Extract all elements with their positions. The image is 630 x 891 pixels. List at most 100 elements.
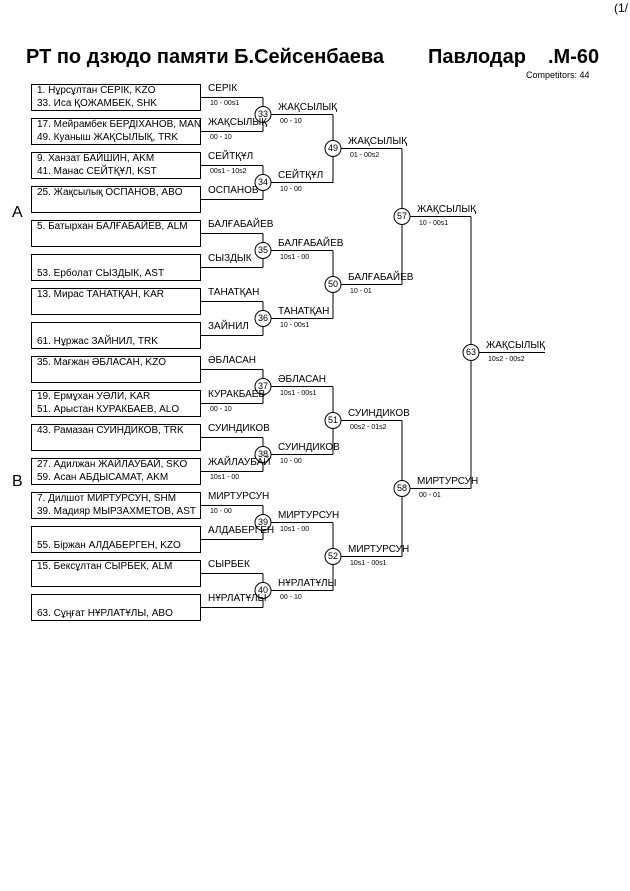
- final-score: 10s2 - 00s2: [488, 355, 525, 363]
- match-circle: [254, 174, 272, 191]
- match-circle: [393, 208, 411, 225]
- match-number: 50: [327, 278, 338, 289]
- entrant-name: 19. Ермұхан УӘЛИ, KAR: [37, 391, 151, 402]
- round1-score: 00 - 10: [210, 134, 232, 141]
- entrant-name: 27. Адилжан ЖАЙЛАУБАЙ, SKO: [37, 459, 188, 470]
- city-label: Павлодар: [428, 46, 526, 68]
- entrant-pair-box: [31, 390, 201, 417]
- round1-winner: ЖАЙЛАУБАЙ: [208, 457, 271, 468]
- round4-score: 00 - 01: [419, 491, 441, 499]
- round2-winner: НҰРЛАТҰЛЫ: [278, 577, 337, 589]
- match-circle: [324, 140, 342, 157]
- round2-winner: МИРТУРСУН: [278, 509, 340, 521]
- round3-score: 01 - 00s2: [350, 151, 380, 159]
- match-number: 33: [257, 108, 268, 119]
- round3-winner: БАЛҒАБАЙЕВ: [348, 271, 414, 283]
- entrant-pair-box: [31, 492, 201, 519]
- entrant-pair-box: [31, 186, 201, 213]
- match-number: 36: [257, 312, 268, 323]
- entrant-name: 51. Арыстан КУРАКБАЕВ, ALO: [37, 404, 180, 415]
- entrant-pair-box: [31, 84, 201, 111]
- entrant-name: 17. Мейрамбек БЕРДІХАНОВ, MAN: [37, 119, 202, 130]
- match-number: 52: [327, 550, 338, 561]
- entrant-name: 59. Асан АБДЫСАМАТ, AKM: [37, 472, 169, 483]
- round3-score: 00s2 - 01s2: [350, 423, 387, 431]
- entrant-name: 7. Дилшот МИРТУРСУН, SHM: [37, 493, 177, 504]
- match-number: 34: [257, 176, 268, 187]
- round2-score: 00 - 10: [280, 593, 302, 601]
- entrant-name: 55. Біржан АЛДАБЕРГЕН, KZO: [37, 540, 181, 551]
- entrant-name: 33. Иса ҚОЖАМБЕК, SHK: [37, 98, 157, 109]
- round2-winner: ЖАҚСЫЛЫҚ: [278, 101, 338, 113]
- entrant-name: 25. Жақсылық ОСПАНОВ, ABO: [37, 187, 183, 198]
- round3-winner: МИРТУРСУН: [348, 543, 410, 555]
- round3-winner: СУИНДИКОВ: [348, 407, 410, 419]
- round1-winner: ЗАЙНИЛ: [208, 321, 249, 332]
- round1-winner: БАЛҒАБАЙЕВ: [208, 219, 274, 230]
- match-circle: [393, 480, 411, 497]
- entrant-name: 35. Мағжан ӘБЛАСАН, KZO: [37, 357, 166, 368]
- round2-winner: ӘБЛАСАН: [278, 373, 326, 385]
- match-circle: [254, 446, 272, 463]
- page-number: (1/: [613, 1, 628, 15]
- round1-score: 00s1 - 10s2: [210, 168, 247, 175]
- match-circle: [462, 344, 480, 361]
- entrant-pair-box: [31, 560, 201, 587]
- pool-b-label: B: [12, 473, 23, 490]
- weight-category: .М-60: [548, 46, 600, 68]
- page-title: РТ по дзюдо памяти Б.Сейсенбаева: [26, 46, 385, 68]
- entrant-name: 43. Рамазан СУИНДИКОВ, TRK: [37, 425, 184, 436]
- entrant-name: 61. Нұржас ЗАЙНИЛ, TRK: [37, 336, 158, 347]
- round2-score: 10s1 - 00s1: [280, 389, 317, 397]
- match-circle: [324, 548, 342, 565]
- entrant-pair-box: [31, 118, 201, 145]
- match-circle: [254, 378, 272, 395]
- entrant-name: 63. Сұңғат НҰРЛАТҰЛЫ, ABO: [37, 608, 173, 619]
- match-circle: [254, 310, 272, 327]
- entrant-name: 49. Куаныш ЖАҚСЫЛЫҚ, TRK: [37, 132, 179, 143]
- round4-score: 10 - 00s1: [419, 219, 449, 227]
- round1-winner: ӘБЛАСАН: [208, 355, 256, 366]
- round1-winner: СЕЙТҚҰЛ: [208, 151, 254, 162]
- entrant-pair-box: [31, 594, 201, 621]
- entrant-pair-box: [31, 220, 201, 247]
- round1-score: 10s1 - 00: [210, 474, 240, 481]
- round1-winner: СЫРБЕК: [208, 559, 250, 570]
- round1-winner: СУИНДИКОВ: [208, 423, 270, 434]
- pool-a-label: A: [12, 204, 23, 221]
- round2-score: 00 - 10: [280, 117, 302, 125]
- round2-winner: БАЛҒАБАЙЕВ: [278, 237, 344, 249]
- round1-score: 00 - 10: [210, 406, 232, 413]
- match-circle: [254, 242, 272, 259]
- round1-winner: ОСПАНОВ: [208, 185, 259, 196]
- match-number: 63: [465, 346, 476, 357]
- match-number: 51: [327, 414, 338, 425]
- round2-winner: СЕЙТҚҰЛ: [278, 169, 324, 181]
- match-number: 49: [327, 142, 338, 153]
- match-circle: [254, 582, 272, 599]
- round3-winner: ЖАҚСЫЛЫҚ: [348, 135, 408, 147]
- match-circle: [324, 276, 342, 293]
- round3-score: 10s1 - 00s1: [350, 559, 387, 567]
- round1-winner: КУРАКБАЕВ: [208, 389, 266, 400]
- round1-winner: ТАНАТҚАН: [208, 287, 260, 298]
- entrant-name: 5. Батырхан БАЛҒАБАЙЕВ, ALM: [37, 221, 188, 232]
- entrant-name: 39. Мадияр МЫРЗАХМЕТОВ, AST: [37, 506, 196, 517]
- match-number: 38: [257, 448, 268, 459]
- entrant-name: 1. Нұрсұлтан СЕРІК, KZO: [37, 85, 156, 96]
- round2-score: 10 - 00: [280, 457, 302, 465]
- round1-winner: ЖАҚСЫЛЫҚ: [208, 117, 268, 128]
- match-number: 58: [396, 482, 407, 493]
- match-number: 37: [257, 380, 268, 391]
- entrant-pair-box: [31, 458, 201, 485]
- round2-score: 10 - 00s1: [280, 321, 310, 329]
- entrant-name: 15. Бексұлтан СЫРБЕК, ALM: [37, 561, 173, 572]
- match-number: 57: [396, 210, 407, 221]
- round1-score: 10 - 00s1: [210, 100, 240, 107]
- round2-winner: ТАНАТҚАН: [278, 305, 330, 317]
- match-number: 40: [257, 584, 268, 595]
- entrant-name: 53. Ерболат СЫЗДЫК, AST: [37, 268, 165, 279]
- entrant-pair-box: [31, 288, 201, 315]
- round1-winner: МИРТУРСУН: [208, 491, 270, 502]
- entrant-name: 41. Манас СЕЙТҚҰЛ, KST: [37, 166, 157, 177]
